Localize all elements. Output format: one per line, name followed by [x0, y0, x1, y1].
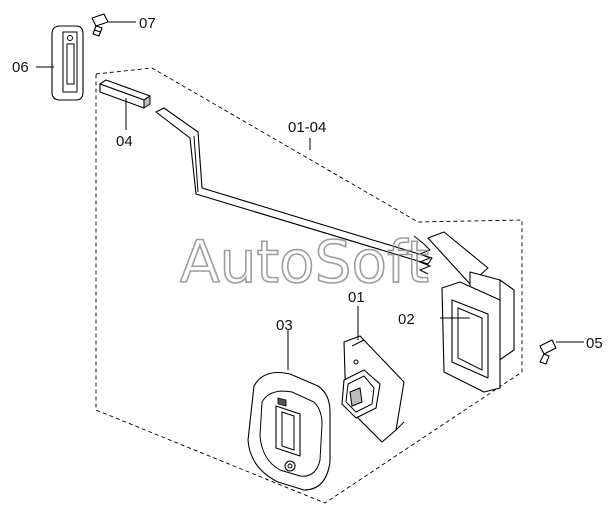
- label-01-04: 01-04: [288, 119, 326, 136]
- assembly-boundary: [95, 67, 523, 504]
- bracket-02: [413, 231, 515, 393]
- gasket-03: [247, 371, 331, 491]
- rubber-grip-04: [99, 79, 151, 109]
- screw-05: [539, 339, 557, 365]
- label-05: 05: [586, 335, 603, 352]
- screw-07: [91, 13, 109, 37]
- label-02: 02: [398, 311, 415, 328]
- label-01: 01: [348, 289, 365, 306]
- label-07: 07: [139, 15, 156, 32]
- pedal-arm: [155, 107, 433, 265]
- watermark: AutoSoft: [180, 228, 429, 296]
- pedal-pad-06: [51, 25, 84, 101]
- label-06: 06: [12, 59, 29, 76]
- sensor-01: [341, 335, 405, 443]
- label-04: 04: [116, 133, 133, 150]
- label-03: 03: [276, 317, 293, 334]
